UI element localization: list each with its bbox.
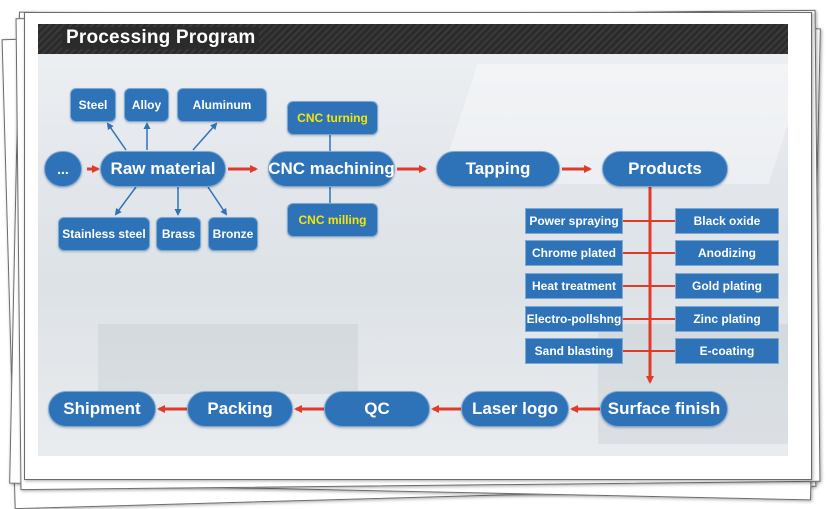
finish-chrome-plated: Chrome plated (525, 240, 623, 266)
laser-logo-node: Laser logo (461, 391, 569, 427)
finish-e-coating: E-coating (675, 338, 779, 364)
arrow-raw-to-steel (106, 122, 127, 151)
material-steel: Steel (70, 88, 116, 122)
finish-power-spraying: Power spraying (525, 208, 623, 234)
material-alloy: Alloy (124, 88, 169, 122)
process-diagram: Processing Program (38, 24, 788, 456)
arrow-raw-to-stainless (114, 186, 137, 216)
material-aluminum: Aluminum (177, 88, 267, 122)
finish-gold-plating: Gold plating (675, 273, 779, 299)
packing-node: Packing (187, 391, 293, 427)
finish-black-oxide: Black oxide (675, 208, 779, 234)
finish-electro-polishing: Electro-pollshng (525, 306, 623, 332)
material-stainless-steel: Stainless steel (58, 217, 150, 251)
products-node: Products (602, 151, 728, 187)
raw-material-node: Raw material (100, 151, 226, 187)
surface-finish-node: Surface finish (600, 391, 728, 427)
start-node: ... (44, 151, 82, 187)
material-bronze: Bronze (208, 217, 258, 251)
arrow-raw-to-bronze (207, 186, 228, 216)
cnc-milling-box: CNC milling (287, 203, 378, 237)
page-title: Processing Program (62, 27, 260, 49)
finish-sand-blasting: Sand blasting (525, 338, 623, 364)
finish-heat-treatment: Heat treatment (525, 273, 623, 299)
cnc-machining-node: CNC machining (268, 151, 395, 187)
arrow-raw-to-aluminum (192, 122, 218, 151)
connector-layer (87, 122, 675, 413)
qc-node: QC (324, 391, 430, 427)
cnc-turning-box: CNC turning (287, 101, 378, 135)
finish-anodizing: Anodizing (675, 240, 779, 266)
material-brass: Brass (156, 217, 201, 251)
finish-zinc-plating: Zinc plating (675, 306, 779, 332)
tapping-node: Tapping (436, 151, 560, 187)
header-bar: Processing Program (38, 24, 788, 54)
shipment-node: Shipment (48, 391, 156, 427)
background-shape (98, 324, 358, 394)
